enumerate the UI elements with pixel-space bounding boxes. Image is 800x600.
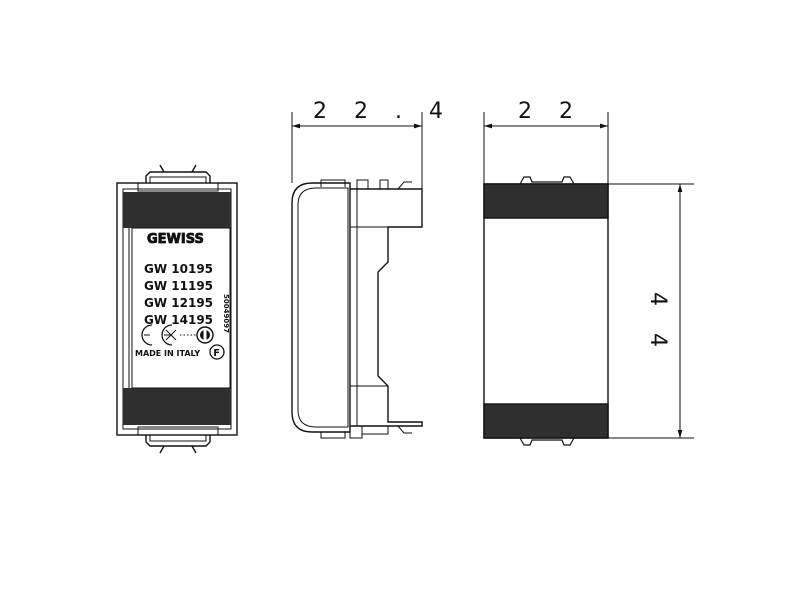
side-view	[291, 179, 423, 439]
side-width-dimension	[291, 112, 423, 189]
front-label-text: GEWISS GW 10195 GW 11195 GW 12195 GW 141…	[135, 232, 230, 360]
product-code-2: GW 11195	[144, 279, 213, 293]
rear-width-label: 2 2	[518, 99, 583, 124]
front-view	[116, 164, 238, 454]
front-bottom-band	[123, 388, 231, 425]
front-label-panel	[131, 227, 231, 389]
rear-view	[483, 176, 609, 446]
side-width-label: 2 2 . 4	[313, 99, 453, 124]
ce-mark-icon-2	[161, 324, 177, 346]
rear-bottom-clip	[519, 437, 575, 446]
side-front-cap	[291, 182, 351, 433]
rear-top-band	[483, 183, 609, 219]
product-code-4: GW 14195	[144, 313, 213, 327]
brand-logo: GEWISS	[147, 232, 204, 247]
rear-bottom-band	[483, 403, 609, 439]
rear-top-clip	[519, 176, 575, 185]
height-label: 4 4	[645, 292, 670, 357]
front-top-band	[123, 192, 231, 228]
origin-text: MADE IN ITALY	[135, 349, 200, 358]
product-code-3: GW 12195	[144, 296, 213, 310]
certification-symbol-icon	[196, 326, 214, 344]
front-bottom-clip	[137, 426, 219, 454]
rear-width-dimension	[483, 112, 609, 184]
serial-number: 50049097	[222, 294, 230, 333]
side-body	[350, 188, 423, 427]
f-badge-icon: F	[209, 344, 225, 360]
front-top-clip	[137, 164, 219, 192]
height-dimension	[608, 183, 694, 439]
ce-mark-icon	[141, 324, 153, 346]
rear-body	[483, 183, 609, 439]
badge-letter: F	[213, 348, 220, 359]
product-code-1: GW 10195	[144, 262, 213, 276]
